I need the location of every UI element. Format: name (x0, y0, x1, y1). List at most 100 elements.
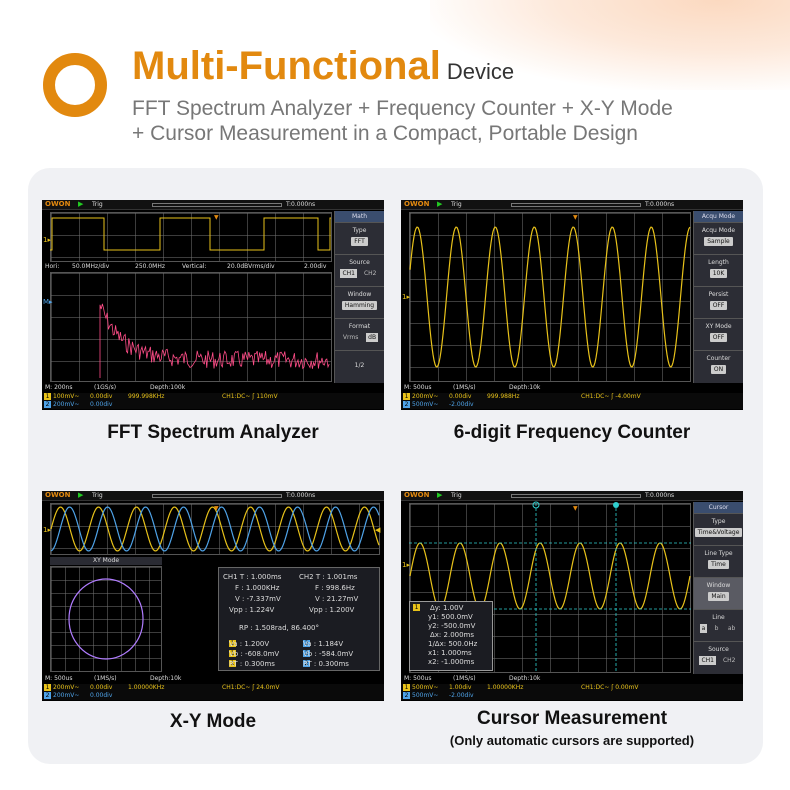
ch1-sine-trace (409, 226, 691, 368)
depth: Depth:10k (509, 384, 541, 391)
sample-rate: (1MS/s) (453, 384, 476, 391)
ch1-scale: 500mV~ (412, 684, 439, 691)
yt-grid (50, 503, 380, 555)
ch1-voltage: V : -7.337mV (235, 595, 281, 603)
frequency-counter-value: 999.988Hz (487, 393, 520, 400)
trig-time: T:0.000ns (286, 201, 316, 208)
cursor-readout: 1 Δy: 1.00V y1: 500.0mV y2: -500.0mV Δx:… (409, 601, 493, 671)
time-grid (50, 212, 332, 262)
caption-cursor: Cursor Measurement (476, 708, 668, 729)
ch2-scale: 500mV~ (412, 401, 439, 408)
memory-bar (152, 203, 282, 207)
trigger-info: CH1:DC~ ʃ 110mV (222, 393, 278, 400)
trig-status: Trig (92, 492, 103, 499)
ch1-va-value: Va : 1.200V (229, 640, 270, 648)
ch1-marker-icon: 1▸ (43, 236, 51, 244)
fft-spectrum-trace (99, 303, 330, 378)
ring-logo-icon (43, 53, 107, 117)
depth: Depth:10k (509, 675, 541, 682)
ch1-pos: 0.00div (90, 393, 113, 400)
menu-label: Line Type (704, 550, 733, 557)
ch2-vb-value: Vb : -584.0mV (303, 650, 354, 658)
menu-item-page[interactable]: 1/2 (335, 350, 384, 382)
ch2-pos: -2.00div (449, 692, 474, 699)
lissajous-circle (68, 578, 144, 660)
cursor-b-handle-icon (613, 502, 619, 508)
menu-value: Time (708, 560, 729, 569)
ch1-status: 1 200mV~ 0.00div 999.988Hz CH1:DC~ ʃ -4.… (401, 393, 743, 401)
ch1-marker-icon: 1▸ (43, 526, 51, 534)
ch1-status: 1 100mV~ 0.00div 999.998KHz CH1:DC~ ʃ 11… (42, 393, 384, 401)
menu-value: Hamming (341, 301, 378, 310)
sample-rate: (1MS/s) (94, 675, 117, 682)
menu-label: Type (352, 227, 367, 234)
fft-traces: 1▸ M▸ ▼ (43, 214, 331, 378)
xy-title: XY Mode (50, 557, 162, 565)
trigger-marker-icon: ▼ (214, 505, 219, 512)
ch1-freq: 1.00000KHz (487, 684, 524, 691)
ch2-va-value: Va : 1.184V (303, 640, 344, 648)
run-icon: ▶ (437, 491, 443, 499)
ch2-pos: -2.00div (449, 401, 474, 408)
ch2-vpp: Vpp : 1.200V (309, 606, 355, 614)
fft-div: 2.00div (304, 263, 327, 270)
depth: Depth:10k (150, 675, 182, 682)
readout-x2: x2: -1.000ms (428, 658, 475, 666)
menu-value: Time&Voltage (694, 528, 743, 537)
ch1-status: 1 500mV~ 1.00div 1.00000KHz CH1:DC~ ʃ 0.… (401, 684, 743, 692)
ch2-status: 2 500mV~ -2.00div (401, 401, 743, 409)
menu-option: dB (366, 333, 379, 342)
ch1-sine-trace (409, 542, 691, 610)
menu-option: CH1 (699, 656, 717, 665)
trig-time: T:0.000ns (645, 201, 675, 208)
xy-traces: 1▸ ◀ ▼ (43, 505, 381, 660)
title-main: Multi-Functional (132, 44, 441, 88)
xy-screen: OWON ▶ Trig T:0.000ns XY Mode 1▸ ◀ ▼ CH1… (42, 491, 384, 701)
trig-time: T:0.000ns (645, 492, 675, 499)
trigger-marker-icon: ▼ (214, 214, 219, 221)
screens-panel: OWON ▶ Trig T:0.000ns Hori: 50.0MHz/div … (28, 168, 763, 764)
sample-rate: (1GS/s) (94, 384, 117, 391)
fft-grid (50, 272, 332, 382)
run-icon: ▶ (78, 200, 84, 208)
memory-bar (511, 494, 641, 498)
ch2-pos: 0.00div (90, 401, 113, 408)
ch1-sine-trace (50, 506, 380, 552)
trigger-level-icon: ◀ (375, 526, 381, 534)
fft-vert-value: 20.0dBVrms/div (227, 263, 275, 270)
menu-option: CH2 (363, 270, 377, 277)
timebase: M: 500us (404, 675, 432, 682)
status-bar: M: 500us (1MS/s) Depth:10k (42, 675, 384, 683)
sample-rate: (1MS/s) (453, 675, 476, 682)
ch2-rt-value: RT : 0.300ms (303, 660, 349, 668)
caption-fft: FFT Spectrum Analyzer (107, 422, 319, 443)
menu-label: 1/2 (354, 362, 365, 369)
memory-bar (152, 494, 282, 498)
counter-traces: 1▸ ▼ (402, 214, 691, 368)
status-bar: M: 500us (1MS/s) Depth:10k (401, 675, 743, 683)
fft-hori-label: Hori: (45, 263, 60, 270)
subtitle-line-2: + Cursor Measurement in a Compact, Porta… (132, 122, 638, 145)
owon-logo: OWON (404, 491, 430, 499)
readout-y2: y2: -500.0mV (428, 622, 476, 630)
menu-label: Persist (708, 291, 729, 298)
menu-title: Cursor (694, 502, 743, 513)
cursor-a-handle-icon (532, 501, 540, 509)
